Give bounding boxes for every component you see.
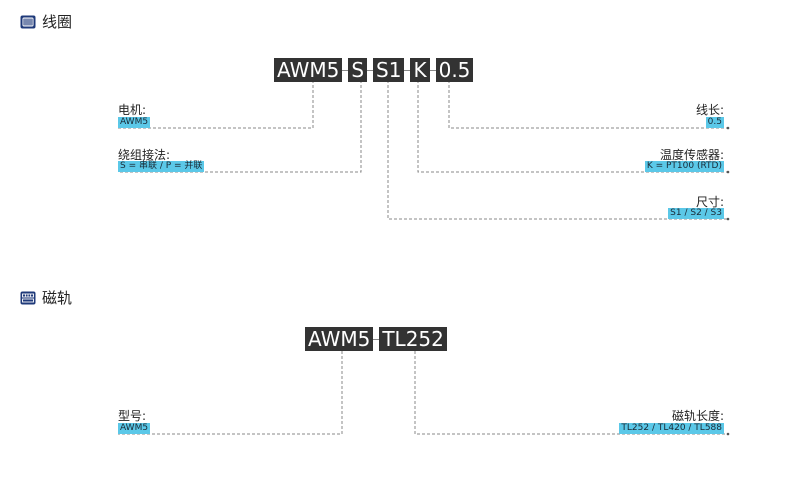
cable-length-label: 线长: <box>695 103 724 117</box>
code-segment-winding: S <box>348 58 368 82</box>
code-separator <box>373 327 380 351</box>
coil-model-code: AWM5 S S1 K 0.5 <box>274 58 474 82</box>
rail-model-code: AWM5 TL252 <box>305 327 447 351</box>
code-separator <box>342 58 349 82</box>
model-label: 型号: <box>118 409 147 423</box>
leader-motor <box>118 80 314 129</box>
leader-size <box>387 80 728 220</box>
temp-sensor-value: K = PT100 (RTD) <box>644 161 724 172</box>
code-separator <box>429 58 436 82</box>
motor-value: AWM5 <box>118 117 151 128</box>
coil-icon <box>20 15 36 28</box>
code-segment-model: AWM5 <box>274 58 343 82</box>
model-value: AWM5 <box>118 423 151 434</box>
rail-section-header: 磁轨 <box>20 287 72 308</box>
rail-section-title: 磁轨 <box>42 289 73 307</box>
code-segment-rail-length: TL252 <box>379 327 447 351</box>
rail-length-label: 磁轨长度: <box>671 409 724 423</box>
code-separator <box>404 58 411 82</box>
leader-winding <box>118 80 362 173</box>
temp-sensor-label: 温度传感器: <box>659 148 724 162</box>
rail-length-value: TL252 / TL420 / TL588 <box>619 423 724 434</box>
cable-length-value: 0.5 <box>705 117 724 128</box>
magnetic-rail-icon <box>20 291 36 304</box>
code-segment-sensor: K <box>410 58 430 82</box>
coil-section-title: 线圈 <box>42 13 73 31</box>
size-label: 尺寸: <box>695 195 724 209</box>
winding-label: 绕组接法: <box>118 148 171 162</box>
motor-label: 电机: <box>118 103 147 117</box>
code-segment-model: AWM5 <box>305 327 374 351</box>
leader-rail-length <box>414 351 728 435</box>
leader-model <box>118 351 343 435</box>
leader-cable-length <box>448 80 728 129</box>
size-value: S1 / S2 / S3 <box>668 208 724 219</box>
coil-section-header: 线圈 <box>20 11 72 32</box>
winding-value: S = 串联 / P = 并联 <box>118 161 205 172</box>
code-segment-size: S1 <box>373 58 405 82</box>
code-separator <box>367 58 374 82</box>
leader-temp-sensor <box>417 80 728 173</box>
code-segment-cable-length: 0.5 <box>435 58 474 82</box>
